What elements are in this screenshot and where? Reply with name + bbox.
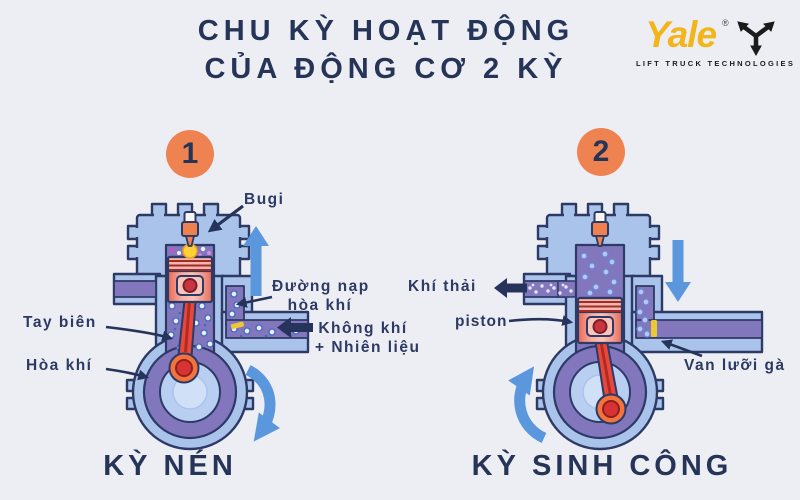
engine-2-spark-plug [591, 211, 609, 247]
registered-mark: ® [722, 18, 729, 28]
engine-2-connecting-rod [594, 335, 627, 425]
engine-1-piston [166, 255, 214, 304]
label-spark-plug: Bugi [244, 191, 285, 208]
title-line-2: CỦA ĐỘNG CƠ 2 KỲ [204, 53, 568, 85]
yale-wordmark: Yale [645, 14, 717, 55]
intake-port-pointer [235, 295, 273, 308]
engine-2-rotation-arrow [508, 366, 547, 443]
label-connecting-rod: Tay biên [23, 314, 97, 331]
step-2-badge: 2 [577, 128, 625, 176]
mixture-pointer [105, 367, 150, 381]
yale-tagline: LIFT TRUCK TECHNOLOGIES [636, 59, 796, 68]
engine-1-pointers [105, 204, 273, 381]
caption-compression-stroke: KỲ NÉN [103, 450, 237, 482]
label-intake-flow: Không khí + Nhiên liệu [315, 320, 421, 356]
reed-valve-pointer [660, 339, 703, 358]
connecting-rod-pointer [105, 325, 174, 342]
bugi-pointer [207, 204, 244, 233]
label-exhaust: Khí thải [408, 278, 477, 295]
label-mixture: Hòa khí [26, 357, 93, 374]
label-intake-port: Đường nạp hòa khí [272, 278, 370, 314]
caption-power-stroke: KỲ SINH CÔNG [471, 450, 733, 482]
engine-2-pointers [508, 315, 703, 358]
engine-2-piston [576, 296, 624, 345]
label-reed-valve: Van lưỡi gà [684, 357, 786, 374]
engine-1-reed-valve [230, 321, 244, 330]
label-piston: piston [455, 313, 508, 330]
engine-1-diagram [105, 202, 313, 451]
engine-2-exhaust-dots [528, 283, 573, 295]
engine-2-reed-valve [651, 320, 657, 337]
intake-flow-arrow [277, 317, 313, 338]
step-1-badge: 1 [166, 130, 214, 178]
engine-2-gas-bubbles [580, 250, 651, 338]
engine-2-diagram [494, 202, 764, 451]
engine-1-spark-plug [181, 211, 199, 259]
piston-pointer [508, 315, 574, 326]
engine-1-upward-arrow [243, 226, 269, 296]
page-title: CHU KỲ HOẠT ĐỘNG CỦA ĐỘNG CƠ 2 KỲ [136, 12, 636, 88]
title-line-1: CHU KỲ HOẠT ĐỘNG [197, 15, 575, 47]
yale-logo: Yale ® LIFT TRUCK TECHNOLOGIES [636, 14, 796, 69]
engine-2-downward-arrow [665, 240, 691, 302]
engine-1-rotation-arrow [245, 365, 281, 442]
yale-y-arrows-icon [736, 21, 775, 56]
exhaust-flow-arrow [494, 278, 527, 298]
